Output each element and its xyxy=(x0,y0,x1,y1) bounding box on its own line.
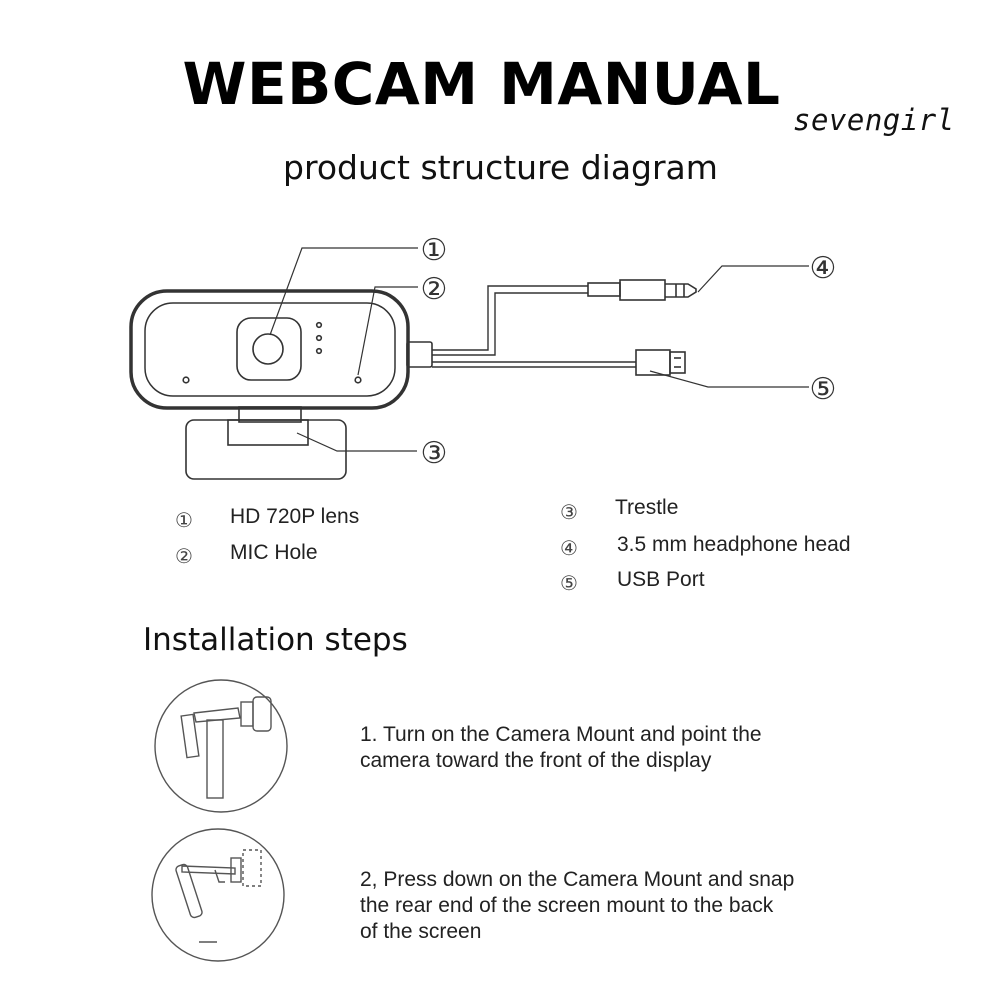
step-1-description: 1. Turn on the Camera Mount and point th… xyxy=(360,722,830,774)
step-2-line-2: the rear end of the screen mount to the … xyxy=(360,894,774,917)
step-2-line-1: 2, Press down on the Camera Mount and sn… xyxy=(360,868,795,891)
callout-1: ① xyxy=(421,233,448,268)
leader-lines xyxy=(269,247,809,452)
step-2-line-3: of the screen xyxy=(360,920,482,943)
callout-5: ⑤ xyxy=(810,372,837,407)
usb-plug xyxy=(635,349,686,376)
legend-label: USB Port xyxy=(617,568,705,591)
headphone-plug xyxy=(587,279,697,301)
section-subtitle: product structure diagram xyxy=(283,148,718,187)
legend-label: 3.5 mm headphone head xyxy=(617,533,851,556)
step-1-illustration xyxy=(154,679,288,813)
page-title: WEBCAM MANUAL xyxy=(182,50,781,118)
legend-number: ④ xyxy=(560,536,578,560)
installation-heading: Installation steps xyxy=(143,622,408,658)
step-1-line-2: camera toward the front of the display xyxy=(360,749,712,772)
legend-label: HD 720P lens xyxy=(230,505,360,528)
callout-4: ④ xyxy=(810,251,837,286)
step-1-line-1: 1. Turn on the Camera Mount and point th… xyxy=(360,723,762,746)
callout-2: ② xyxy=(421,272,448,307)
step-2-illustration xyxy=(151,828,285,962)
webcam-body xyxy=(129,289,433,410)
callout-3: ③ xyxy=(421,436,448,471)
legend-number: ① xyxy=(175,508,193,532)
legend-number: ⑤ xyxy=(560,571,578,595)
brand-signature: sevengirl xyxy=(793,103,955,137)
legend-number: ③ xyxy=(560,500,578,524)
legend-label: Trestle xyxy=(615,496,679,519)
cables xyxy=(432,285,636,368)
legend-number: ② xyxy=(175,544,193,568)
trestle xyxy=(185,406,347,480)
step-2-description: 2, Press down on the Camera Mount and sn… xyxy=(360,867,830,945)
legend-label: MIC Hole xyxy=(230,541,318,564)
